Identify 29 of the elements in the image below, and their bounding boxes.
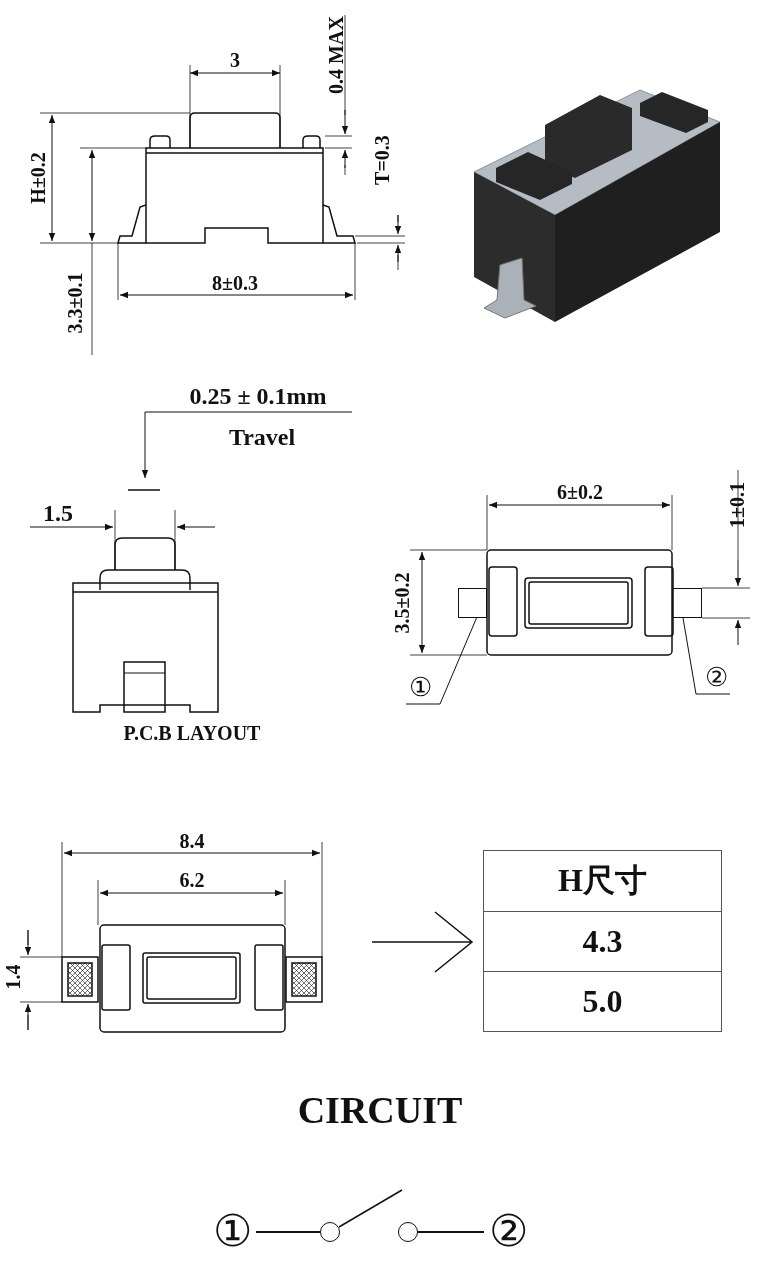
dimension-label: 8.4	[179, 831, 205, 851]
dimension-label: 3.3±0.1	[65, 272, 85, 334]
terminal-number: ①	[208, 1208, 256, 1256]
dimension-label: 1±0.1	[727, 482, 747, 528]
pin-terminal	[672, 588, 702, 618]
dimension-label: 0.4 MAX	[326, 16, 346, 94]
section-heading: CIRCUIT	[297, 1091, 463, 1129]
table-cell: H尺寸	[483, 850, 722, 912]
leader-line	[682, 617, 731, 695]
dimension-label: H±0.2	[28, 152, 48, 204]
dimension-label: 8±0.3	[212, 273, 258, 293]
wire	[255, 1231, 321, 1233]
dimension-label: 0.25 ± 0.1mm	[189, 384, 327, 408]
callout-number: ①	[406, 674, 434, 702]
dimension-label: 6±0.2	[557, 482, 603, 502]
caption-label: P.C.B LAYOUT	[123, 723, 261, 743]
dimension-label: 1.4	[3, 964, 23, 990]
caption-label: Travel	[228, 425, 296, 449]
pin-terminal	[458, 588, 487, 618]
table-cell: 5.0	[483, 971, 722, 1032]
table-cell: 4.3	[483, 911, 722, 972]
dimension-label: 1.5	[43, 501, 73, 525]
wire	[417, 1231, 485, 1233]
callout-number: ②	[702, 664, 730, 692]
dimension-label: 6.2	[179, 870, 205, 890]
dimension-label: 3	[230, 50, 240, 70]
terminal-number: ②	[484, 1208, 532, 1256]
dimension-label: 3.5±0.2	[392, 572, 412, 634]
dimension-label: T=0.3	[372, 135, 392, 185]
